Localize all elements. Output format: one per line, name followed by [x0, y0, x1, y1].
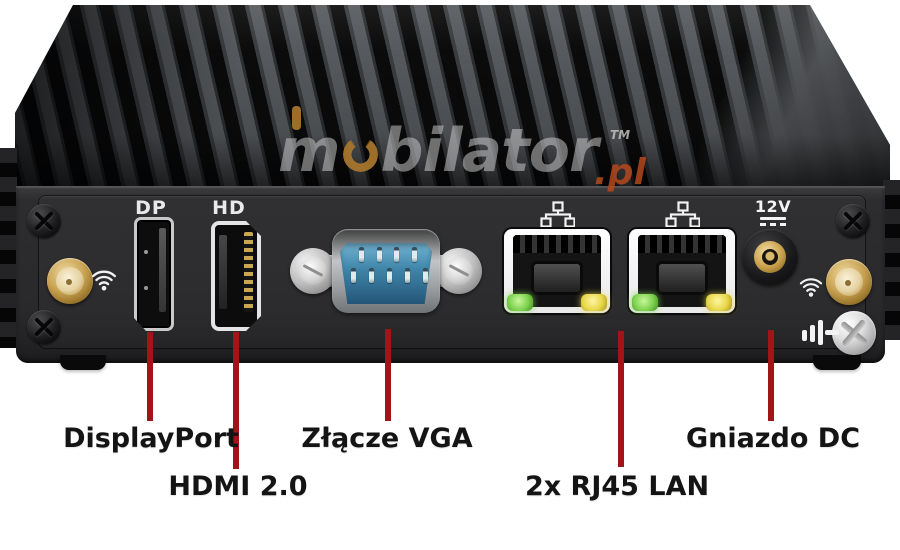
callout-line-dc: [768, 330, 774, 421]
antenna-bars-icon: [802, 318, 842, 348]
heatsink-shading: [15, 5, 890, 190]
side-fins-left: [0, 148, 17, 348]
hdmi-pins: [244, 232, 253, 312]
lan-icon-2: [665, 201, 700, 228]
dc-power-jack: [742, 229, 798, 285]
wifi-icon-right: [799, 278, 823, 297]
wifi-icon-left: [91, 270, 117, 291]
watermark-prefix: m: [278, 116, 341, 186]
dp-port-label: DP: [135, 197, 167, 219]
rj45-port-1-led-yellow: [581, 294, 607, 311]
callout-line-displayport: [147, 332, 153, 421]
screw-bottom-left: [27, 310, 61, 344]
watermark-suffix: bilator: [380, 116, 599, 186]
hdmi-port-label: HD: [212, 197, 246, 219]
vga-screw-post-right: [436, 248, 482, 294]
rj45-port-1: [504, 229, 610, 313]
sma-antenna-connector-right: [826, 259, 872, 305]
screw-top-left: [27, 204, 61, 238]
vga-serial-connector: [288, 228, 484, 314]
callout-line-lan: [618, 331, 624, 467]
annotation-hdmi: HDMI 2.0: [168, 471, 308, 502]
dc-symbol-dashed: [760, 223, 786, 226]
hdmi-port: [211, 221, 261, 331]
annotation-dc: Gniazdo DC: [685, 423, 861, 454]
power-icon-bar: [292, 106, 301, 130]
callout-line-hdmi: [233, 332, 239, 469]
callout-line-vga: [385, 329, 391, 421]
vga-screw-post-left: [290, 248, 336, 294]
lan-icon-1: [540, 201, 575, 228]
dc-voltage-label: 12V: [754, 197, 792, 216]
dc-symbol-solid: [760, 217, 786, 220]
annotation-displayport: DisplayPort: [63, 423, 239, 454]
antenna-mount-screw: [832, 311, 876, 355]
displayport-port: [134, 217, 174, 331]
rj45-port-2-led-green: [632, 294, 658, 311]
watermark-tld: .pl: [594, 152, 646, 193]
rubber-foot-right: [813, 355, 861, 370]
sma-antenna-connector-left: [47, 258, 93, 304]
rj45-port-2-led-yellow: [706, 294, 732, 311]
power-icon: [342, 137, 378, 172]
watermark: m bilator TM .pl: [278, 116, 648, 206]
dp-slot: [159, 228, 166, 312]
watermark-tm: TM: [610, 128, 631, 142]
rubber-foot-left: [60, 355, 106, 370]
rj45-port-1-led-green: [507, 294, 533, 311]
annotation-vga: Złącze VGA: [301, 423, 473, 454]
hdmi-tab: [219, 235, 227, 309]
rj45-port-2: [629, 229, 735, 313]
screw-top-right: [836, 204, 870, 238]
annotation-lan: 2x RJ45 LAN: [524, 471, 710, 502]
heatsink: [15, 5, 890, 190]
side-fins-right: [883, 180, 900, 340]
